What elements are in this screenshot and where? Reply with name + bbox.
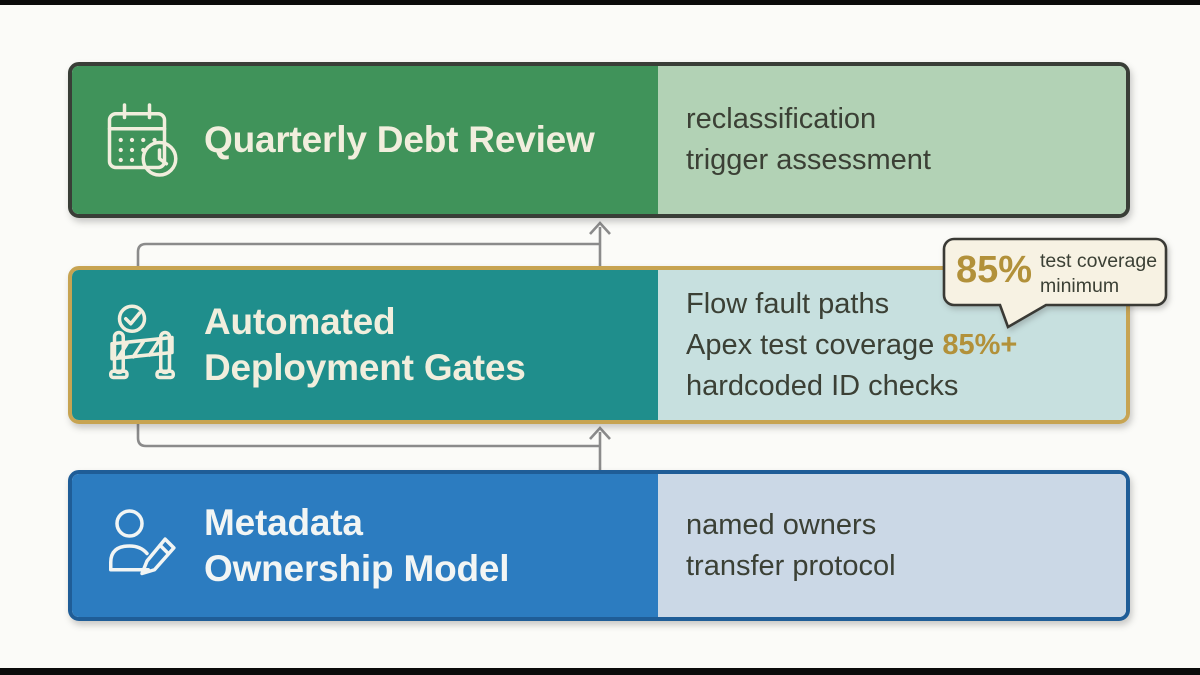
callout-label: test coverage minimum bbox=[1040, 249, 1157, 298]
detail-line: named owners bbox=[686, 508, 877, 541]
card-quarterly-debt-review: Quarterly Debt Review reclassification t… bbox=[68, 62, 1130, 218]
card-title: Metadata Ownership Model bbox=[204, 500, 510, 592]
callout-label-line: minimum bbox=[1040, 274, 1120, 297]
card-title-line: Ownership Model bbox=[204, 547, 510, 589]
detail-line: Flow fault paths bbox=[686, 287, 890, 320]
card-title-line: Quarterly Debt Review bbox=[204, 119, 595, 160]
detail-line: reclassification bbox=[686, 103, 877, 135]
detail-line: hardcoded ID checks bbox=[686, 369, 959, 402]
detail-text: Apex test coverage bbox=[686, 328, 943, 361]
coverage-highlight: 85%+ bbox=[942, 328, 1018, 361]
card-title-line: Deployment Gates bbox=[204, 347, 526, 388]
arrowhead-up-middle bbox=[589, 426, 611, 440]
letterbox-top-bar bbox=[0, 0, 1200, 5]
card-metadata-title-pane: Metadata Ownership Model bbox=[72, 474, 658, 617]
card-title-line: Automated bbox=[204, 301, 396, 342]
connector-bottom-to-middle-loop bbox=[136, 424, 600, 448]
card-quarterly-detail-pane: reclassification trigger assessment bbox=[658, 66, 1126, 214]
card-title: Automated Deployment Gates bbox=[204, 299, 526, 391]
card-gates-detail-pane: Flow fault paths Apex test coverage 85%+… bbox=[658, 270, 1126, 420]
deployment-gate-icon bbox=[102, 302, 182, 388]
callout-label-line: test coverage bbox=[1040, 250, 1158, 272]
arrowhead-up-top bbox=[589, 221, 611, 235]
card-metadata-detail-pane: named owners transfer protocol bbox=[658, 474, 1126, 617]
card-gates-title-pane: Automated Deployment Gates bbox=[72, 270, 658, 420]
letterbox-bottom-bar bbox=[0, 668, 1200, 675]
detail-line: trigger assessment bbox=[686, 144, 931, 176]
test-coverage-callout: 85% test coverage minimum bbox=[930, 228, 1180, 338]
card-quarterly-title-pane: Quarterly Debt Review bbox=[72, 66, 658, 214]
speech-bubble-shape bbox=[942, 237, 1168, 329]
card-title-line: Metadata bbox=[204, 501, 363, 543]
detail-line: transfer protocol bbox=[686, 549, 896, 582]
person-pencil-icon bbox=[102, 503, 182, 589]
detail-line-with-highlight: Apex test coverage 85%+ bbox=[686, 325, 1126, 366]
card-automated-deployment-gates: Automated Deployment Gates Flow fault pa… bbox=[68, 266, 1130, 424]
connector-middle-to-top-loop bbox=[136, 242, 600, 266]
card-title: Quarterly Debt Review bbox=[204, 117, 595, 163]
card-metadata-ownership-model: Metadata Ownership Model named owners tr… bbox=[68, 470, 1130, 621]
callout-percentage: 85% bbox=[956, 249, 1033, 291]
calendar-clock-icon bbox=[102, 97, 182, 183]
